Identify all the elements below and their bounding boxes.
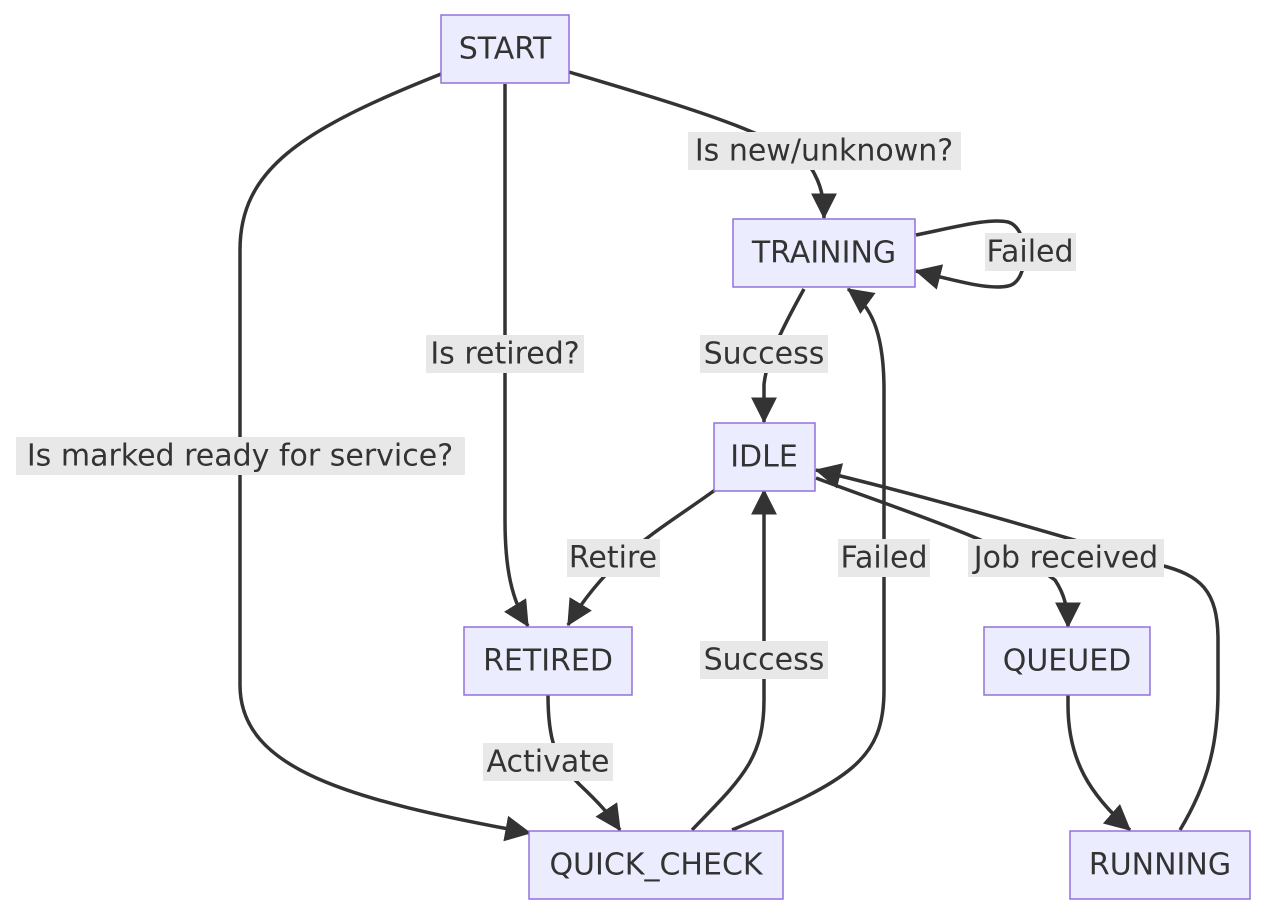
edge-label-text: Activate (487, 745, 610, 780)
edge-label-idle-queued: Job received (968, 539, 1164, 577)
edge-start-to-retired (503, 84, 530, 628)
edge-labels: Is new/unknown? Is retired? Is marked re… (16, 132, 1164, 781)
edge-quick-check-to-idle (690, 488, 777, 832)
edge-label-idle-retired: Retire (567, 539, 660, 577)
state-label: RETIRED (483, 644, 613, 679)
state-node-quick-check[interactable]: QUICK_CHECK (528, 830, 784, 900)
state-node-running[interactable]: RUNNING (1069, 830, 1251, 900)
edge-label-retired-quick-check: Activate (483, 743, 613, 781)
edge-label-text: Is retired? (430, 337, 579, 372)
edge-label-text: Job received (972, 541, 1158, 576)
edge-quick-check-to-training (731, 287, 886, 832)
edge-retired-to-quick-check (546, 694, 622, 832)
edge-queued-to-running (1066, 695, 1132, 832)
state-node-retired[interactable]: RETIRED (463, 626, 633, 696)
edge-label-text: Retire (569, 541, 657, 576)
state-node-idle[interactable]: IDLE (713, 422, 816, 492)
state-label: QUEUED (1003, 644, 1132, 679)
state-label: START (459, 32, 552, 67)
state-label: QUICK_CHECK (549, 848, 763, 883)
edge-label-quick-check-idle: Success (700, 641, 828, 679)
edge-label-start-training: Is new/unknown? (688, 132, 961, 170)
edge-label-training-idle: Success (700, 335, 828, 373)
edge-label-start-quick-check: Is marked ready for service? (16, 437, 465, 475)
edge-label-text: Is marked ready for service? (27, 439, 453, 474)
state-node-training[interactable]: TRAINING (732, 218, 916, 288)
edge-running-to-idle (814, 463, 1220, 831)
edge-label-text: Failed (986, 235, 1073, 270)
edge-start-to-quick-check (238, 72, 532, 842)
state-label: TRAINING (751, 236, 896, 271)
edge-label-text: Is new/unknown? (695, 134, 953, 169)
state-label: RUNNING (1089, 848, 1231, 883)
state-node-queued[interactable]: QUEUED (983, 626, 1151, 696)
state-label: IDLE (730, 440, 798, 475)
edge-label-training-self: Failed (985, 233, 1076, 271)
edge-label-text: Failed (840, 541, 927, 576)
state-node-start[interactable]: START (440, 14, 570, 84)
edge-label-start-retired: Is retired? (426, 335, 584, 373)
edge-label-text: Success (704, 643, 825, 678)
edge-label-quick-check-training: Failed (838, 539, 930, 577)
nodes: START TRAINING IDLE RETIRED QUEUED QUICK… (440, 14, 1251, 900)
edge-label-text: Success (704, 337, 825, 372)
